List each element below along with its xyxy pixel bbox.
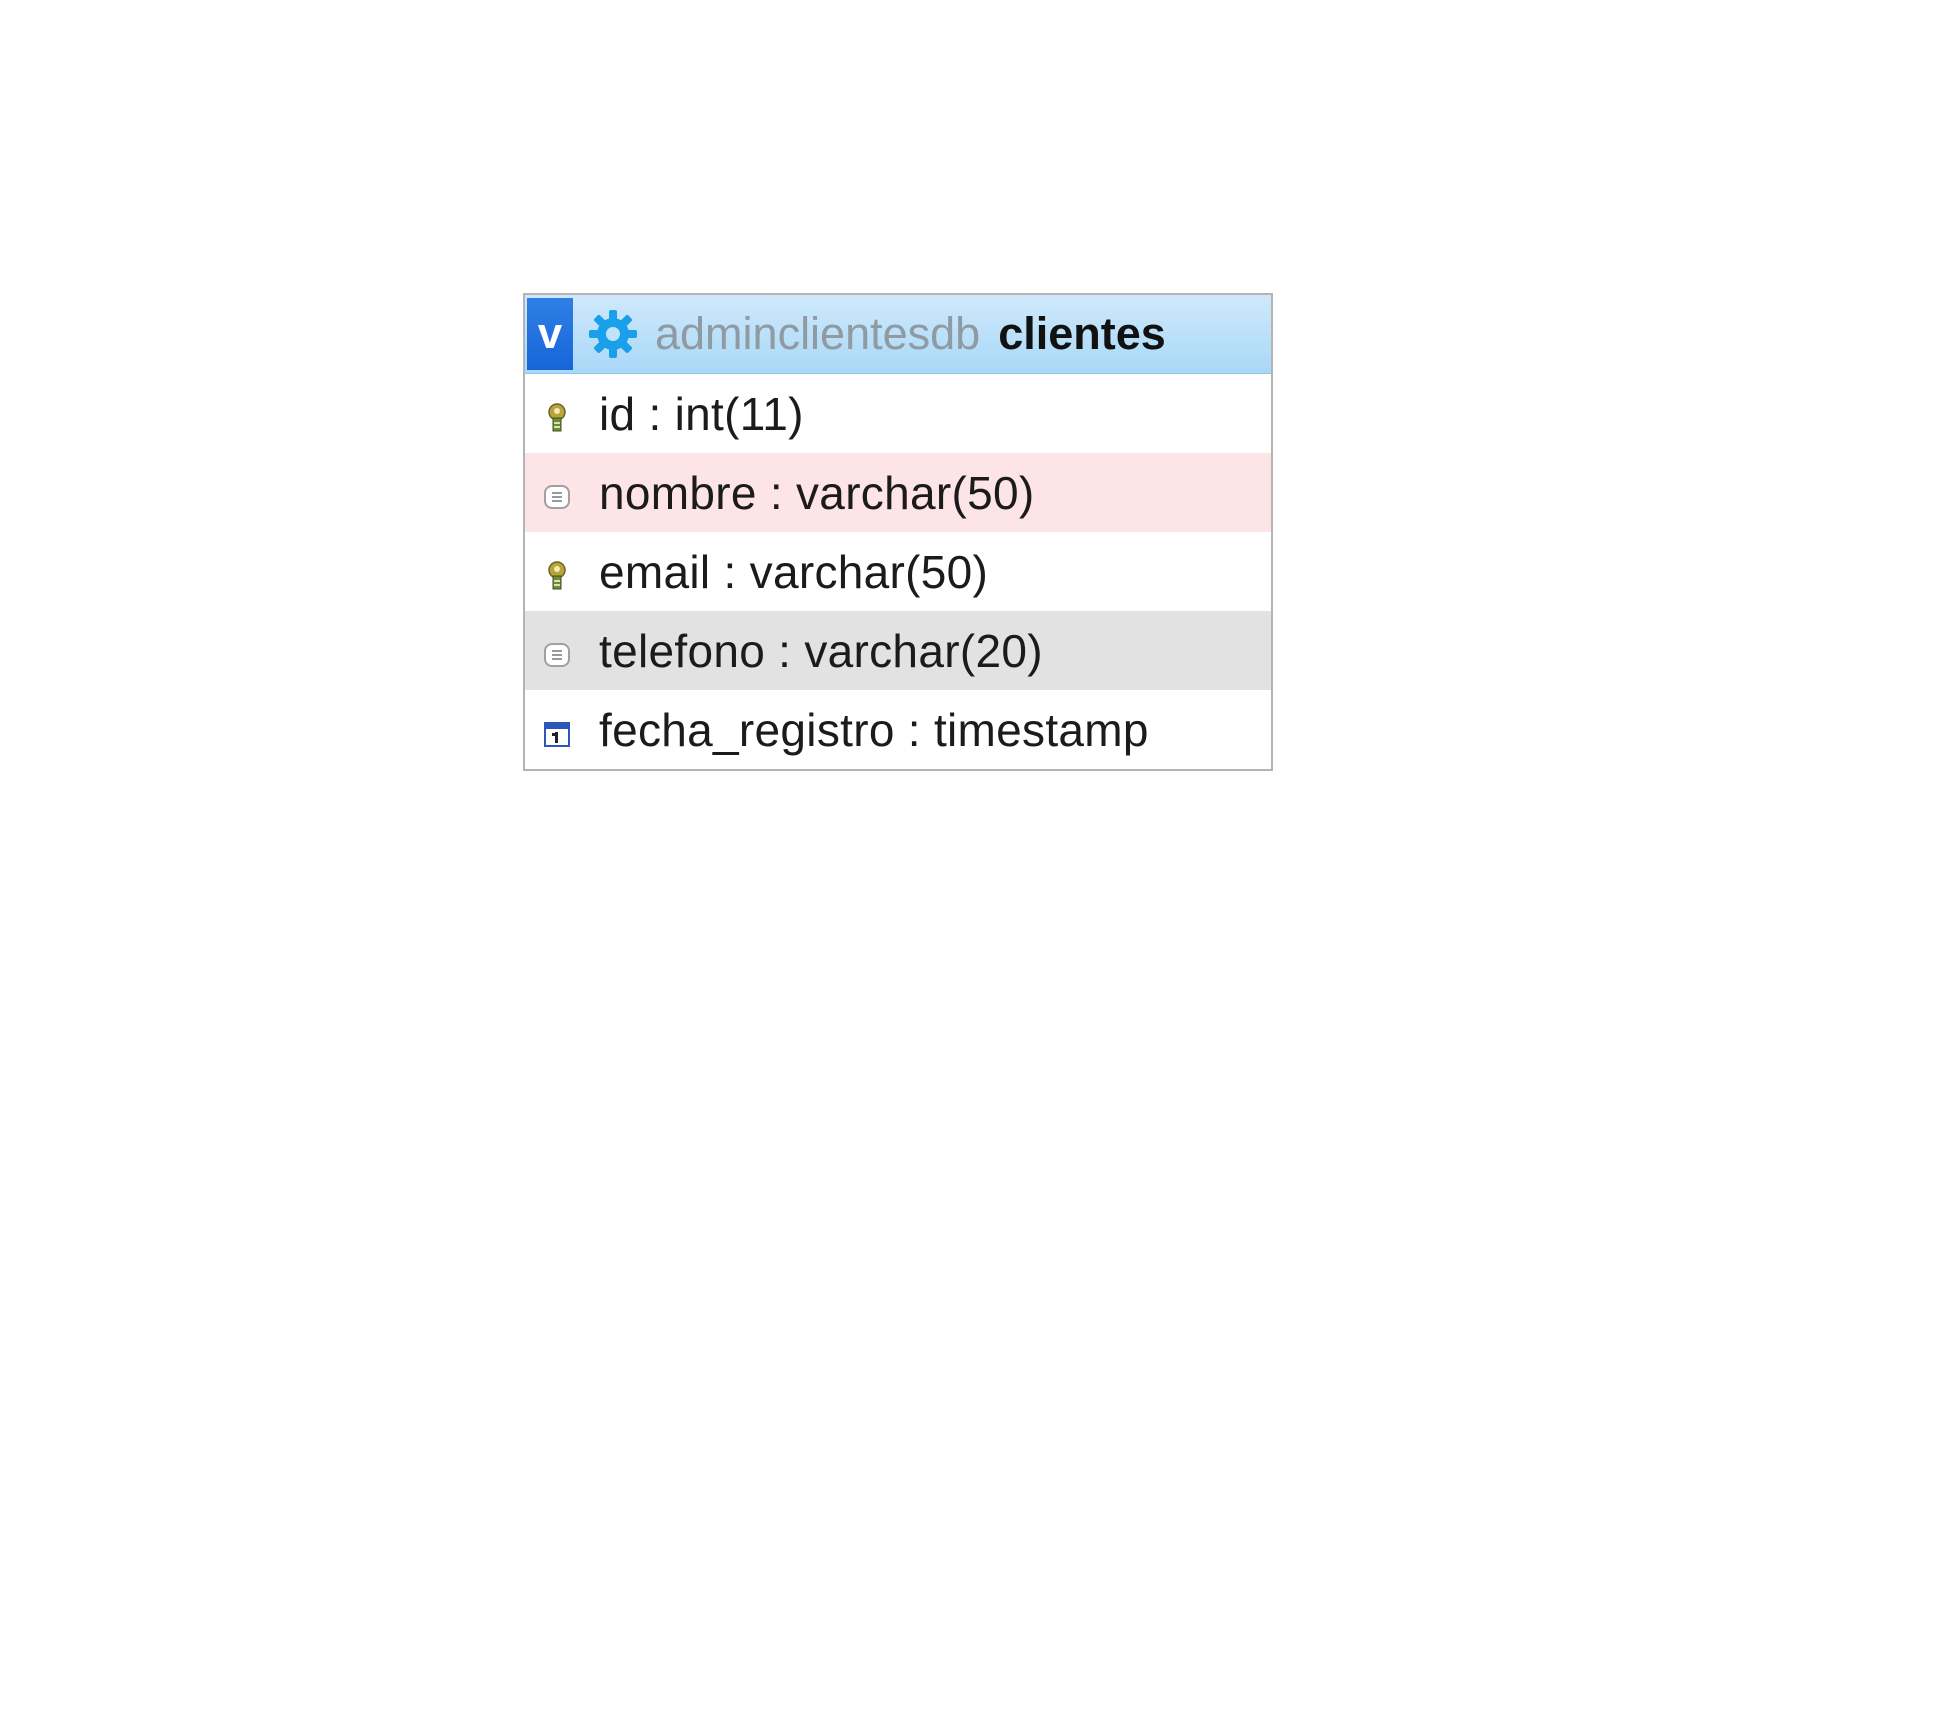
column-row-fecha-registro[interactable]: fecha_registro : timestamp [525, 690, 1271, 769]
column-row-id[interactable]: id : int(11) [525, 374, 1271, 453]
table-clientes-box[interactable]: v adminclientesdb clientes [523, 293, 1273, 771]
unique-key-icon [541, 560, 573, 592]
primary-key-icon [541, 402, 573, 434]
column-text: nombre : varchar(50) [599, 466, 1035, 519]
calendar-icon [541, 718, 573, 750]
gear-icon[interactable] [585, 306, 641, 362]
toggle-collapse-button[interactable]: v [527, 298, 573, 370]
column-icon [541, 639, 573, 671]
column-text: id : int(11) [599, 387, 804, 440]
column-text: fecha_registro : timestamp [599, 703, 1149, 756]
column-icon [541, 481, 573, 513]
column-text: telefono : varchar(20) [599, 624, 1043, 677]
table-header[interactable]: v adminclientesdb clientes [525, 295, 1271, 374]
database-name: adminclientesdb [655, 308, 981, 359]
column-text: email : varchar(50) [599, 545, 989, 598]
column-row-telefono[interactable]: telefono : varchar(20) [525, 611, 1271, 690]
table-name[interactable]: clientes [998, 308, 1166, 359]
column-row-nombre[interactable]: nombre : varchar(50) [525, 453, 1271, 532]
column-row-email[interactable]: email : varchar(50) [525, 532, 1271, 611]
